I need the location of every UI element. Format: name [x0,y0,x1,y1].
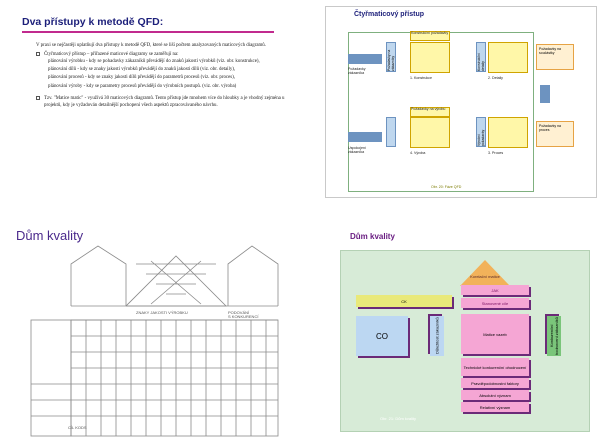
slide-title: Dům kvality [16,228,84,243]
figure-caption: Obr. 21: Dům kvality [379,415,416,421]
matrix-1-label: 1. Konstrukce [410,76,432,80]
matrix-2-label: 2. Detaily [488,76,503,80]
absolute-importance: Absolutní význam [461,390,529,400]
input-label: Požadavky zákazníka [348,67,366,75]
intro-text: V praxi se nejčastěji uplatňují dva přís… [36,43,266,48]
bullet-2: Tzv. "Matice matic" - využívá 30 maticov… [36,95,286,109]
figure-caption: Obr. 20: Fáze QFD [431,185,462,189]
slide-title: Čtyřmaticový přístup [354,11,425,18]
slide-title: Dva přístupy k metodě QFD: [22,16,164,28]
side-label-4 [386,117,396,147]
sketch-label: S KONKURENCÍ [228,314,259,319]
probability-factors: Pravděpodobnostní faktory [461,378,529,388]
sub-bullet: plánování dílů - kdy se znaky jakosti vý… [48,67,236,73]
sub-bullets: plánování výrobku - kdy se pohadavky zák… [36,58,286,89]
title-underline [22,31,274,33]
side-label-3: Výrobní požadavky [476,117,486,147]
matrix-1 [410,42,450,73]
matrix-4-label: 4. Výroba [410,151,426,155]
co-block: CO [356,316,408,356]
output-arrow [348,132,382,142]
relationship-matrix: Matice vazeb [461,314,529,354]
slide-qfd-approaches: Dva přístupy k metodě QFD: V praxi se ne… [22,16,292,206]
matrix-4 [410,117,450,148]
down-arrow [540,85,550,103]
roof-label: Korelační matice [470,273,500,279]
importance-block: Důležitost zákazníků [430,316,444,356]
sub-bullet: plánování výrobku - kdy se pohadavky zák… [48,59,260,65]
sketch-label: PODOVÁNÍ [228,310,250,315]
roof-4: Požadavky na výrobu [410,107,450,117]
square-bullet-icon [36,52,40,57]
slide-body: V praxi se nejčastěji uplatňují dva přís… [36,42,286,109]
slide-house-sketch: Dům kvality ZNAKY JAKOSTI VÝROBKU PODOVÁ… [16,228,301,438]
slide-title: Dům kvality [350,232,395,241]
slide-four-matrix: Čtyřmaticový přístup Konstrukční požadav… [325,6,597,198]
bullet-1: Čtyřmaticový přístup – přiřazené maticov… [36,51,286,58]
sub-bullet: plánování procesů - kdy se znaky jakosti… [48,75,236,81]
sub-bullet: plánování výroby - kdy se parametry proc… [48,83,237,89]
competitive-block: Konkurenční hodnocení zákazníků [547,316,561,356]
matrix-3 [488,117,528,148]
note-3: Požadavky na proces [536,121,574,147]
technical-evaluation: Technické konkurenční ohodnocení [461,358,529,376]
ck-block: CK [356,295,452,307]
square-bullet-icon [36,95,40,100]
slide-house-of-quality: Dům kvality Korelační matice CK JAK Stan… [320,228,600,434]
input-arrow [348,54,382,64]
relative-importance: Relativní význam [461,402,529,412]
tech-reqs-block: Stanovené cíle [461,298,529,308]
house-sketch-figure: ZNAKY JAKOSTI VÝROBKU PODOVÁNÍ S KONKURE… [30,245,279,437]
side-label-1: Požadavky na zákazníky [386,42,396,72]
note-2: Požadavky na součástky [536,44,574,70]
matrix-3-label: 3. Proces [488,151,504,155]
roof-1: Konstrukční požadavky [410,31,450,41]
sketch-label: ZNAKY JAKOSTI VÝROBKU [136,310,188,315]
side-label-2: Konstrukční detaily [476,42,486,72]
sketch-label: CÍL KODS [68,425,87,430]
jak-block: JAK [461,285,529,295]
output-label: Uspokojení zákazníka [348,146,366,154]
matrix-2 [488,42,528,73]
